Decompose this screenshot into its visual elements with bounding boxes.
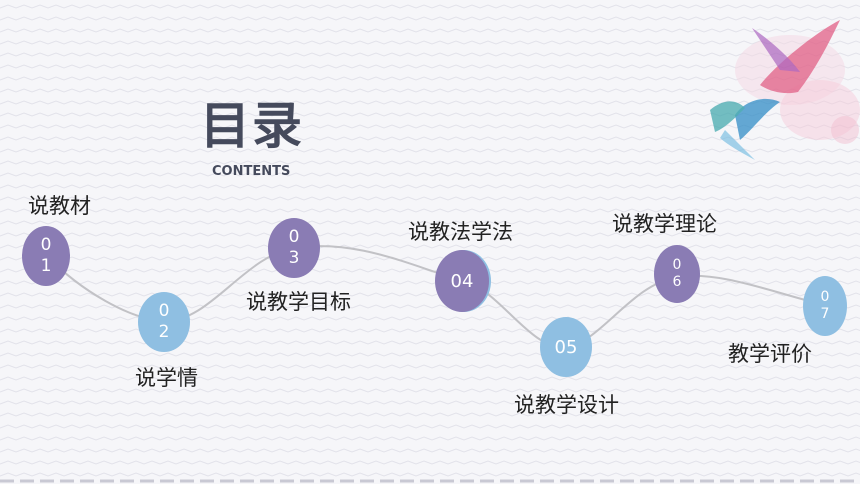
- background-wave-line: [0, 4, 860, 9]
- background-wave-line: [0, 364, 860, 369]
- background-wave-line: [0, 184, 860, 189]
- background-wave-line: [0, 292, 860, 297]
- background-wave-line: [0, 304, 860, 309]
- page-subtitle: CONTENTS: [212, 164, 291, 179]
- item-number-badge-6[interactable]: 0 6: [654, 245, 700, 303]
- background-wave-line: [0, 424, 860, 429]
- item-label-2[interactable]: 说学情: [135, 366, 198, 390]
- background-wave-line: [0, 172, 860, 177]
- item-label-6[interactable]: 说教学理论: [612, 212, 717, 236]
- background-wave-line: [0, 376, 860, 381]
- item-number-6: 0 6: [672, 256, 682, 291]
- background-wave-line: [0, 28, 860, 33]
- item-number-1: 0 1: [40, 234, 52, 276]
- item-number-badge-4[interactable]: 04: [435, 250, 489, 312]
- background-wave-line: [0, 352, 860, 357]
- item-number-badge-7[interactable]: 0 7: [803, 276, 847, 336]
- background-wave-line: [0, 16, 860, 21]
- background-wave-line: [0, 232, 860, 237]
- background-wave-line: [0, 196, 860, 201]
- item-label-3[interactable]: 说教学目标: [246, 290, 351, 314]
- background-wave-line: [0, 208, 860, 213]
- background-wave-line: [0, 412, 860, 417]
- item-number-badge-1[interactable]: 0 1: [22, 226, 70, 286]
- background-wave-line: [0, 472, 860, 477]
- background-wave-line: [0, 280, 860, 285]
- background-wave-line: [0, 400, 860, 405]
- watercolor-birds-decoration: [710, 20, 860, 160]
- item-label-1[interactable]: 说教材: [28, 194, 91, 218]
- item-number-3: 0 3: [288, 226, 300, 268]
- background-wave-line: [0, 460, 860, 465]
- item-label-5[interactable]: 说教学设计: [514, 393, 619, 417]
- background-wave-line: [0, 340, 860, 345]
- background-wave-line: [0, 328, 860, 333]
- background-wave-line: [0, 40, 860, 45]
- background-wave-line: [0, 388, 860, 393]
- background-wave-line: [0, 136, 860, 141]
- background-wave-line: [0, 76, 860, 81]
- background-wave-line: [0, 268, 860, 273]
- background-wave-line: [0, 148, 860, 153]
- item-number-4: 04: [450, 270, 474, 292]
- background-wave-line: [0, 220, 860, 225]
- background-wave-line: [0, 52, 860, 57]
- background-wave-line: [0, 64, 860, 69]
- item-number-badge-5[interactable]: 05: [540, 317, 592, 377]
- background-wave-line: [0, 436, 860, 441]
- background-wave-line: [0, 124, 860, 129]
- page-title: 目录: [200, 97, 304, 155]
- item-number-7: 0 7: [820, 288, 830, 323]
- background-wave-line: [0, 160, 860, 165]
- item-number-2: 0 2: [158, 300, 170, 342]
- item-number-badge-3[interactable]: 0 3: [268, 218, 320, 278]
- item-label-7[interactable]: 教学评价: [728, 342, 812, 366]
- background-wave-line: [0, 256, 860, 261]
- background-wave-line: [0, 316, 860, 321]
- item-number-5: 05: [554, 336, 578, 358]
- background-wave-line: [0, 448, 860, 453]
- item-label-4[interactable]: 说教法学法: [408, 220, 513, 244]
- item-number-badge-2[interactable]: 0 2: [138, 292, 190, 352]
- background-wave-line: [0, 244, 860, 249]
- background-wave-line: [0, 88, 860, 93]
